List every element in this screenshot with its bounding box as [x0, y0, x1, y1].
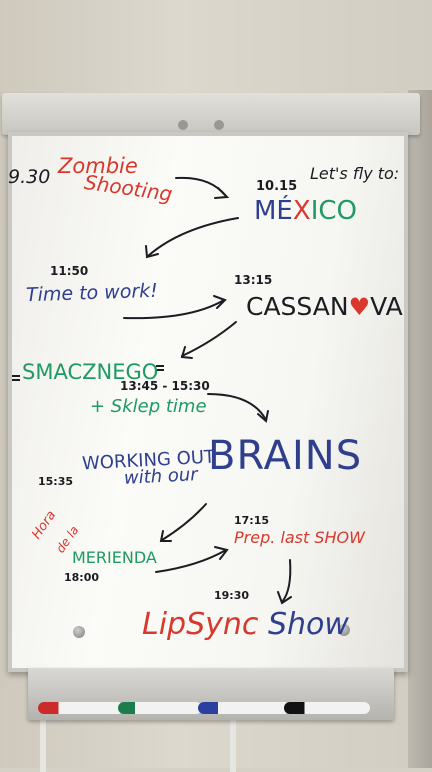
show-part: Show [267, 607, 349, 642]
time-1015: 10.15 [256, 179, 298, 194]
arrow-icon [161, 503, 207, 541]
arrow-icon [123, 299, 225, 320]
time-1345-1530: 13:45 - 15:30 [120, 379, 210, 393]
smacznego-label: SMACZNEGO [22, 360, 159, 384]
arrow-icon [175, 176, 227, 197]
black-marker [284, 702, 370, 714]
arrow-head-icon [159, 530, 172, 542]
easel-leg [230, 712, 236, 772]
sklep-time-label: + Sklep time [90, 396, 207, 417]
zombie-label: Zombie [58, 154, 138, 178]
easel-leg [40, 712, 46, 772]
arrow-icon [281, 559, 292, 603]
arrow-head-icon [180, 346, 193, 359]
mexico-part-3: ICO [310, 196, 357, 226]
merienda-label: MERIENDA [72, 548, 157, 567]
time-to-work-label: Time to work! [25, 279, 159, 307]
prep-last-show-label: Prep. last SHOW [234, 528, 365, 547]
cassanova-part-1: CASSAN [246, 292, 349, 321]
blue-marker [198, 702, 290, 714]
arrow-head-icon [257, 410, 269, 423]
brains-label: BRAINS [208, 433, 363, 479]
cassanova-part-2: VA [370, 292, 403, 321]
cassanova-label: CASSAN♥VA [246, 294, 403, 319]
arrow-head-icon [145, 245, 159, 259]
time-1715: 17:15 [234, 514, 270, 527]
arrow-icon [207, 393, 267, 421]
time-1150: 11:50 [50, 264, 89, 278]
time-1535: 15:35 [38, 475, 74, 488]
green-marker [118, 702, 202, 714]
arrow-head-icon [214, 546, 229, 560]
easel-stand [408, 90, 432, 768]
lipsync-show-label: LipSync Show [142, 610, 349, 640]
clip-screw [178, 120, 188, 130]
heart-icon: ♥ [348, 293, 371, 321]
lets-fly-label: Let's fly to: [310, 164, 400, 183]
time-1315: 13:15 [234, 273, 273, 287]
time-930: 9.30 [8, 166, 51, 188]
with-our-label: with our [123, 464, 199, 489]
arrow-head-icon [213, 295, 227, 309]
arrow-icon [155, 549, 227, 573]
board-clip-bar [2, 93, 420, 135]
red-marker [38, 702, 124, 714]
mexico-part-1: MÉ [254, 196, 293, 226]
time-1800: 18:00 [64, 571, 100, 584]
clip-screw [214, 120, 224, 130]
arrow-head-icon [277, 591, 292, 605]
arrow-icon [181, 321, 237, 357]
time-1930: 19:30 [214, 589, 250, 602]
mexico-part-2: X [292, 196, 311, 226]
magnet-icon [73, 626, 85, 638]
mexico-label: MÉXICO [254, 198, 357, 224]
magnet-icon [338, 624, 350, 636]
arrow-head-icon [214, 187, 230, 199]
lipsync-part: LipSync [142, 607, 259, 642]
arrow-icon [147, 217, 239, 257]
